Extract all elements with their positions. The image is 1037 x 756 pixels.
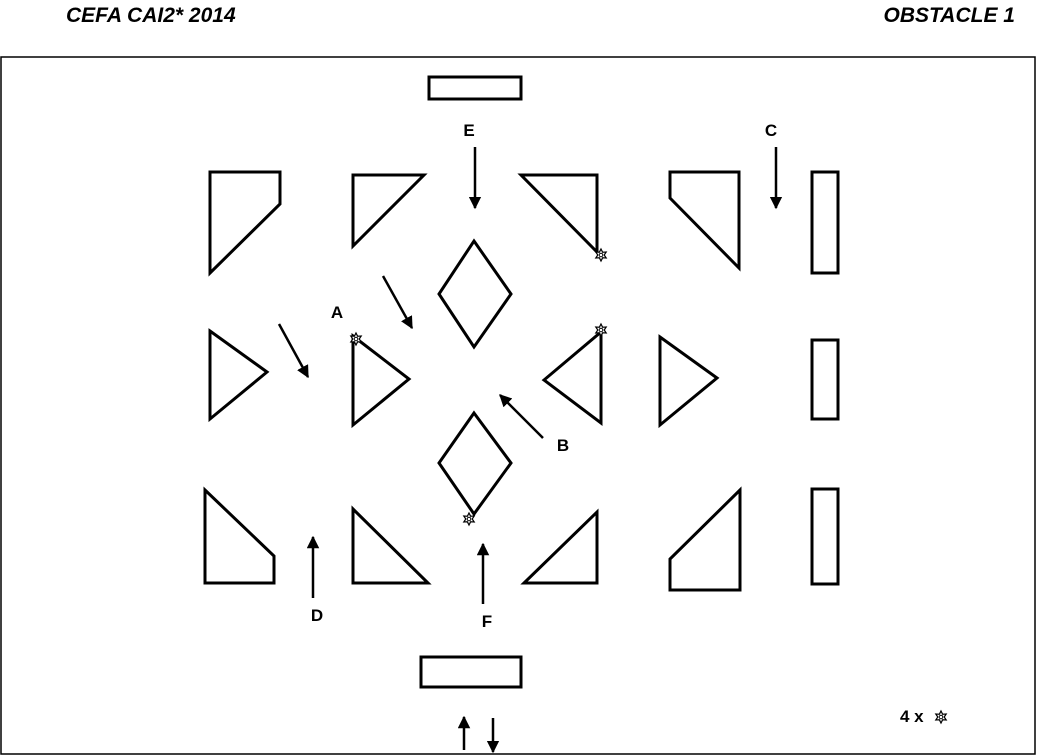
gate-label-a: A [331,303,343,322]
gate-a-arrow-upper [381,275,414,330]
middle-row-triangle-4 [658,334,720,429]
bottom-row-block-1 [203,486,276,585]
bottom-bar-obstacle [419,655,523,689]
bottom-row-triangle-2 [351,505,432,585]
star-marker-icon [463,512,475,526]
obstacle-title: OBSTACLE 1 [883,4,1015,27]
gate-label-e: E [463,121,474,140]
gate-label-d: D [311,606,323,625]
gate-label-c: C [765,121,777,140]
middle-row-triangle-2 [351,332,412,429]
top-row-triangle-2 [351,173,428,250]
gate-label-f: F [482,612,492,631]
bottom-row-triangle-3 [520,508,599,585]
middle-row-triangle-3 [541,328,603,427]
bottom-row-block-4 [668,486,742,592]
top-row-triangle-3 [517,173,599,256]
top-row-block-4 [668,170,741,272]
legend-count: 4 x [900,707,924,726]
top-row-block-1 [208,170,282,277]
lower-diamond [437,410,513,517]
legend-star-icon [935,710,947,724]
middle-row-triangle-1 [208,328,270,423]
course-title: CEFA CAI2* 2014 [66,4,236,27]
right-bar-bottom [810,487,840,586]
right-bar-middle [810,338,840,421]
course-frame [0,56,1036,755]
right-bar-top [810,170,840,275]
upper-diamond [437,238,513,350]
gate-a-arrow-lower [277,323,310,379]
gate-label-b: B [557,436,569,455]
gate-b-arrow [499,394,544,439]
top-bar-obstacle [427,75,523,101]
